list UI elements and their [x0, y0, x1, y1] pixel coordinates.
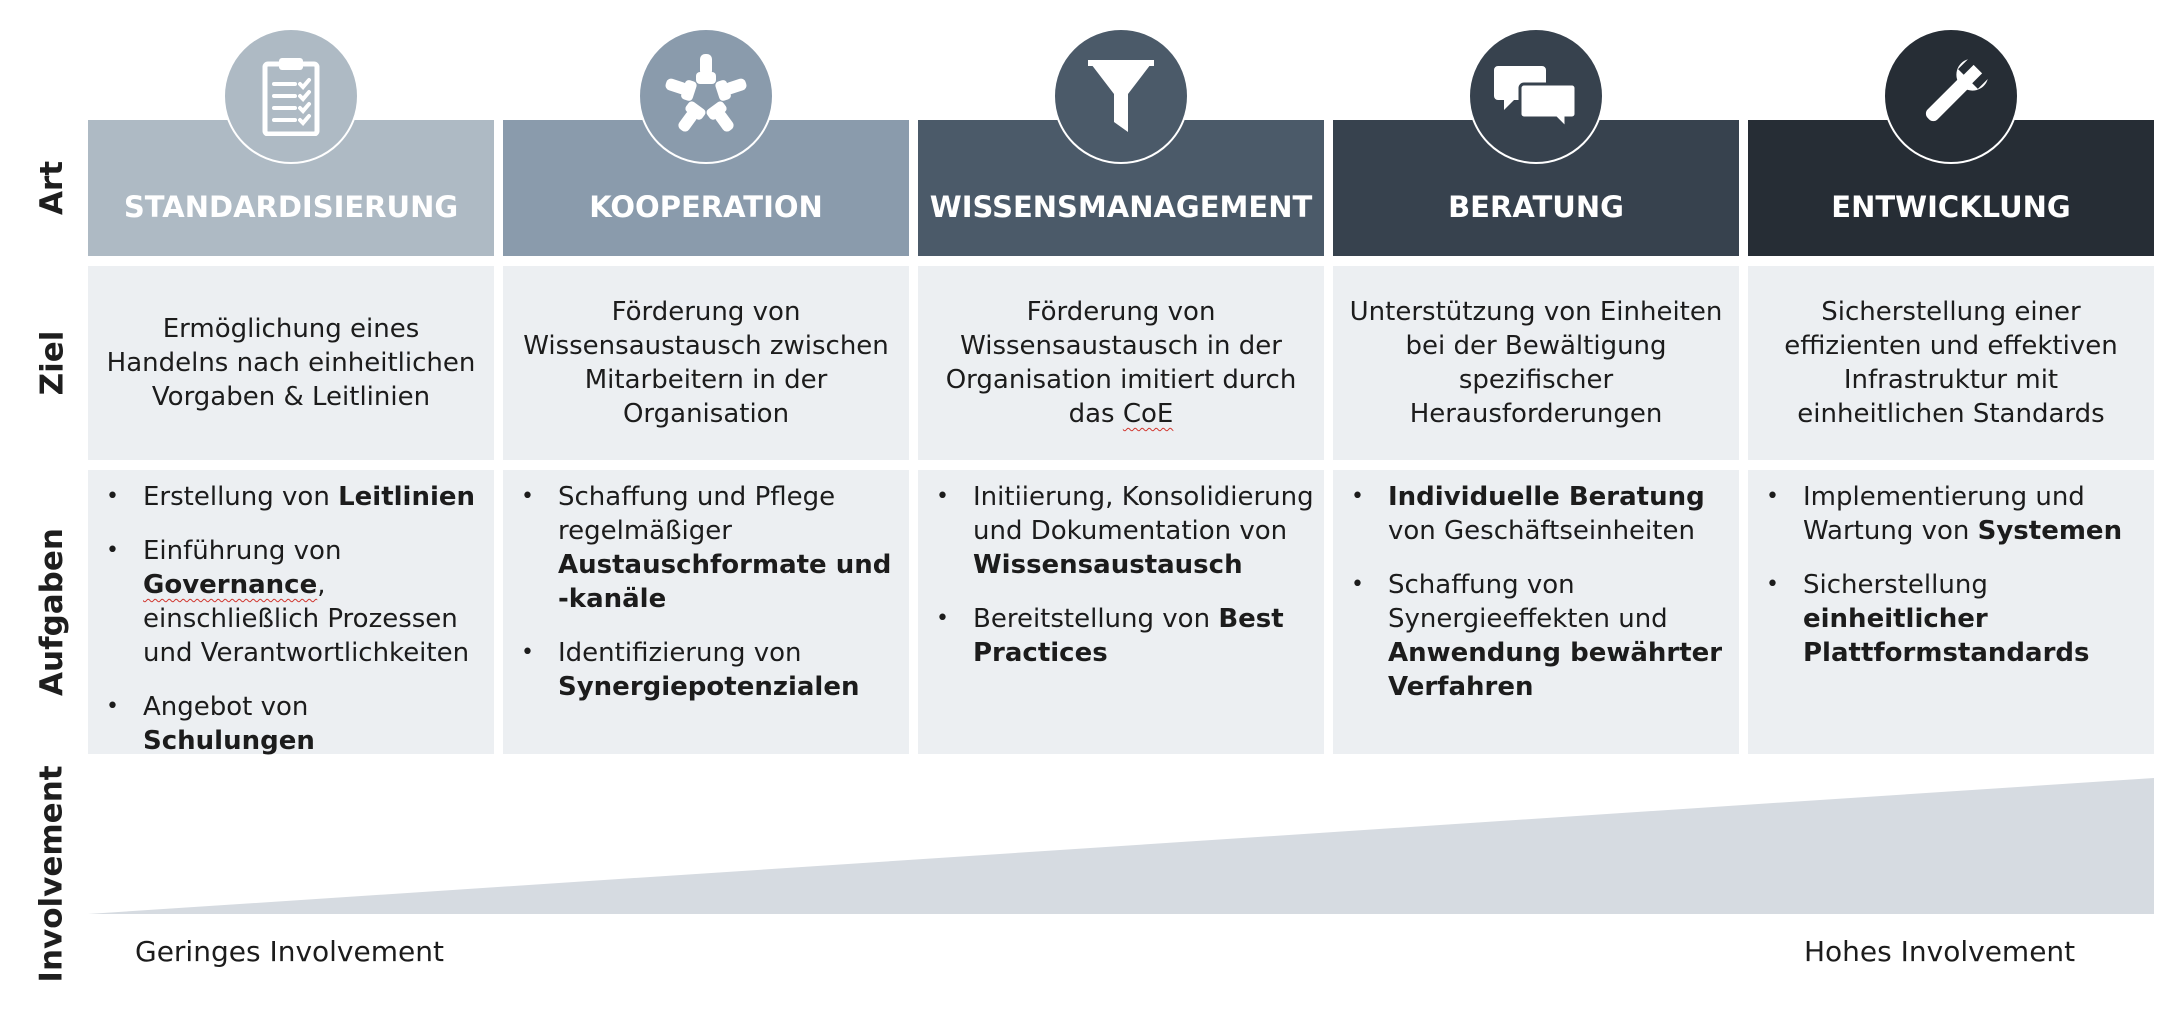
- task-item: Schaffung von Synergieeffekten und Anwen…: [1343, 568, 1729, 704]
- goal-beratung: Unterstützung von Einheiten bei der Bewä…: [1333, 266, 1739, 460]
- involvement-low-label: Geringes Involvement: [135, 935, 444, 968]
- task-item: Implementierung und Wartung von Systemen: [1758, 480, 2144, 548]
- tasks-kooperation: Schaffung und Pflege regelmäßiger Austau…: [503, 470, 909, 754]
- text-run: Identifizierung von: [558, 638, 802, 668]
- task-item: Initiierung, Konsolidierung und Dokument…: [928, 480, 1314, 582]
- text-run: Initiierung, Konsolidierung und Dokument…: [973, 482, 1314, 546]
- task-item: Sicherstellung einheitlicher Plattformst…: [1758, 568, 2144, 670]
- involvement-high-label: Hohes Involvement: [1804, 935, 2076, 968]
- goal-kooperation: Förderung von Wissensaustausch zwischen …: [503, 266, 909, 460]
- text-run: Angebot von: [143, 692, 309, 722]
- text-run: , einschließlich Prozessen und Verantwor…: [143, 570, 470, 668]
- clipboard-checklist-icon: [223, 28, 359, 164]
- text-run: Sicherstellung: [1803, 570, 1988, 600]
- bold-text: Individuelle Beratung: [1388, 482, 1705, 512]
- goal-text-kooperation: Förderung von Wissensaustausch zwischen …: [523, 297, 889, 429]
- bold-text: Leitlinien: [338, 482, 476, 512]
- task-item: Angebot von Schulungen: [98, 690, 484, 758]
- text-run: Einführung von: [143, 536, 342, 566]
- funnel-icon: [1053, 28, 1189, 164]
- tasks-beratung: Individuelle Beratung von Geschäftseinhe…: [1333, 470, 1739, 754]
- speech-bubbles-icon: [1468, 28, 1604, 164]
- bold-text: Synergiepotenzialen: [558, 672, 860, 702]
- task-item: Individuelle Beratung von Geschäftseinhe…: [1343, 480, 1729, 548]
- bold-text: Best Practices: [973, 604, 1284, 668]
- text-run: Förderung von Wissensaustausch in der Or…: [945, 297, 1297, 429]
- goal-standardisierung: Ermöglichung eines Handelns nach einheit…: [88, 266, 494, 460]
- goal-wissensmanagement: Förderung von Wissensaustausch in der Or…: [918, 266, 1324, 460]
- text-run: Erstellung von: [143, 482, 339, 512]
- bold-text: Austauschformate und -kanäle: [558, 550, 892, 614]
- header-title-standardisierung: STANDARDISIERUNG: [123, 190, 459, 224]
- text-run: CoE: [1122, 399, 1174, 429]
- bold-text: einheitlicher Plattformstandards: [1803, 604, 2090, 668]
- task-item: Einführung von Governance, einschließlic…: [98, 534, 484, 670]
- bold-text: Systemen: [1977, 516, 2123, 546]
- task-item: Erstellung von Leitlinien: [98, 480, 484, 514]
- text-run: von Geschäftseinheiten: [1388, 516, 1695, 546]
- text-run: Implementierung und Wartung von: [1803, 482, 2085, 546]
- tasks-wissensmanagement: Initiierung, Konsolidierung und Dokument…: [918, 470, 1324, 754]
- bold-text: Schulungen: [143, 726, 315, 756]
- goal-text-standardisierung: Ermöglichung eines Handelns nach einheit…: [106, 314, 476, 412]
- header-title-beratung: BERATUNG: [1448, 190, 1624, 224]
- text-run: Bereitstellung von: [973, 604, 1219, 634]
- text-run: Schaffung und Pflege regelmäßiger: [558, 482, 836, 546]
- bold-text: Anwendung bewährter Verfahren: [1388, 638, 1723, 702]
- header-title-wissensmanagement: WISSENSMANAGEMENT: [929, 190, 1313, 224]
- bold-text: Wissensaustausch: [973, 550, 1243, 580]
- header-title-entwicklung: ENTWICKLUNG: [1831, 190, 2071, 224]
- tasks-entwicklung: Implementierung und Wartung von Systemen…: [1748, 470, 2154, 754]
- header-title-kooperation: KOOPERATION: [589, 190, 823, 224]
- bold-text: Governance: [143, 570, 318, 600]
- goal-text-beratung: Unterstützung von Einheiten bei der Bewä…: [1349, 297, 1723, 429]
- hands-together-icon: [638, 28, 774, 164]
- goal-text-entwicklung: Sicherstellung einer effizienten und eff…: [1784, 297, 2118, 429]
- task-item: Bereitstellung von Best Practices: [928, 602, 1314, 670]
- task-item: Schaffung und Pflege regelmäßiger Austau…: [513, 480, 899, 616]
- tasks-standardisierung: Erstellung von LeitlinienEinführung von …: [88, 470, 494, 756]
- goal-entwicklung: Sicherstellung einer effizienten und eff…: [1748, 266, 2154, 460]
- involvement-wedge-shape: [88, 778, 2154, 914]
- goal-text-wissensmanagement: Förderung von Wissensaustausch in der Or…: [930, 295, 1312, 431]
- wrench-icon: [1883, 28, 2019, 164]
- task-item: Identifizierung von Synergiepotenzialen: [513, 636, 899, 704]
- text-run: Schaffung von Synergieeffekten und: [1388, 570, 1668, 634]
